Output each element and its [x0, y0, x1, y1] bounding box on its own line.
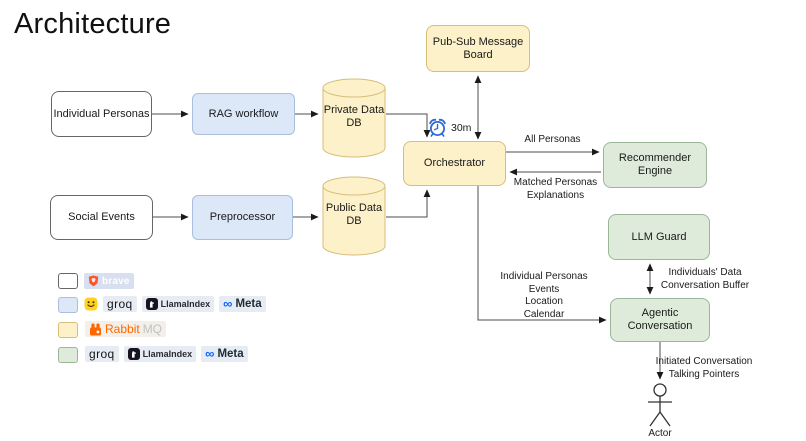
edge-label-matched-personas: Matched Personas Explanations: [513, 177, 598, 201]
groq-wordmark: groq: [89, 347, 115, 361]
llamaindex-logo: LlamaIndex: [123, 346, 197, 362]
node-label: Recommender Engine: [618, 152, 692, 177]
node-orchestrator: Orchestrator: [403, 141, 506, 186]
groq-logo: groq: [103, 296, 137, 312]
legend-swatch-blue: [58, 297, 78, 313]
database-cylinder-icon: [322, 78, 386, 158]
node-llm-guard: LLM Guard: [608, 214, 710, 260]
legend-swatch-white: [58, 273, 78, 289]
node-label: Individual Personas: [53, 107, 150, 120]
legend-row-green: groq LlamaIndex ∞ Meta: [85, 346, 248, 362]
node-individual-personas: Individual Personas: [51, 91, 152, 137]
node-label: RAG workflow: [208, 107, 279, 120]
node-private-data-db: Private Data DB: [322, 78, 386, 163]
meta-logo: ∞ Meta: [219, 296, 266, 312]
rabbitmq-wordmark-rabbit: Rabbit: [105, 322, 140, 336]
node-preprocessor: Preprocessor: [192, 195, 293, 240]
groq-wordmark: groq: [107, 297, 133, 311]
edge-label-initiated-conversation: Initiated Conversation Talking Pointers: [655, 356, 753, 380]
node-rag-workflow: RAG workflow: [192, 93, 295, 135]
actor-label: Actor: [648, 428, 672, 439]
brave-shield-icon: [88, 275, 99, 287]
edge-label-individuals-data: Individuals' Data Conversation Buffer: [660, 267, 750, 291]
node-label: Social Events: [68, 211, 135, 223]
llama-icon: [127, 348, 140, 360]
brave-wordmark: brave: [102, 275, 130, 287]
node-label: LLM Guard: [631, 230, 687, 243]
node-label: Public Data DB: [325, 202, 383, 227]
node-social-events: Social Events: [50, 195, 153, 240]
edge-privatedb-to-orchestrator: [386, 113, 431, 138]
meta-logo: ∞ Meta: [201, 346, 248, 362]
brave-logo: brave: [84, 273, 134, 289]
actor-icon: [648, 383, 672, 427]
alarm-clock-icon: [429, 118, 446, 137]
database-cylinder-icon: [322, 176, 386, 256]
node-label: Pub-Sub Message Board: [432, 35, 524, 61]
hugging-face-icon: [84, 297, 98, 311]
timer: 30m: [427, 117, 471, 138]
node-public-data-db: Public Data DB: [322, 176, 386, 261]
legend-row-white: brave: [84, 273, 134, 289]
meta-wordmark: Meta: [235, 298, 262, 310]
edge-publicdb-to-orchestrator: [386, 189, 431, 218]
llamaindex-wordmark: LlamaIndex: [142, 349, 193, 359]
llamaindex-wordmark: LlamaIndex: [160, 299, 211, 309]
legend-row-blue: groq LlamaIndex ∞ Meta: [84, 296, 266, 312]
edge-label-all-personas: All Personas: [524, 134, 581, 145]
node-label: Agentic Conversation: [627, 307, 693, 332]
timer-label: 30m: [451, 121, 472, 134]
node-pubsub-message-board: Pub-Sub Message Board: [426, 25, 530, 72]
rabbitmq-wordmark-mq: MQ: [142, 322, 163, 336]
meta-wordmark: Meta: [217, 348, 244, 360]
node-label: Orchestrator: [423, 157, 486, 169]
groq-logo: groq: [85, 346, 119, 362]
legend-swatch-yellow: [58, 322, 78, 338]
meta-infinity-icon: ∞: [223, 296, 233, 311]
llamaindex-logo: LlamaIndex: [141, 296, 215, 312]
edge-label-individual-personas-events: Individual Personas Events Location Cale…: [500, 271, 588, 320]
node-label: Preprocessor: [209, 211, 276, 223]
rabbitmq-icon: [90, 323, 101, 335]
legend-swatch-green: [58, 347, 78, 363]
llama-icon: [145, 298, 158, 310]
node-recommender-engine: Recommender Engine: [603, 142, 707, 188]
page-title: Architecture: [14, 8, 172, 40]
meta-infinity-icon: ∞: [205, 346, 215, 361]
node-label: Private Data DB: [323, 104, 385, 129]
node-agentic-conversation: Agentic Conversation: [610, 298, 710, 342]
